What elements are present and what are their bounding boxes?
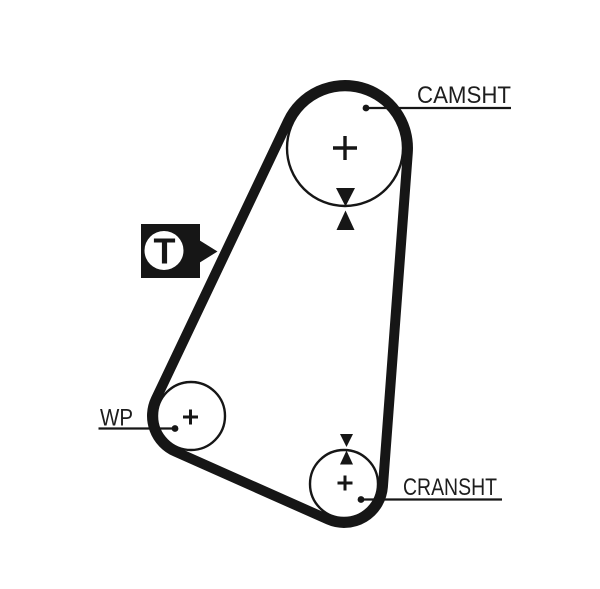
timing-belt bbox=[147, 80, 413, 528]
camshaft-callout: CAMSHT bbox=[362, 82, 511, 112]
camshaft-center-mark bbox=[333, 136, 357, 160]
water-pump-center-mark bbox=[183, 409, 198, 425]
water-pump-callout: WP bbox=[98, 405, 179, 432]
water-pump-label: WP bbox=[100, 405, 133, 432]
water-pump-leader-dot bbox=[171, 425, 179, 432]
tension-badge-circle bbox=[144, 231, 184, 270]
camshaft-timing-mark-icon bbox=[336, 188, 355, 230]
tension-marker-label: T bbox=[154, 231, 176, 272]
crankshaft-label: CRANSHT bbox=[403, 474, 497, 501]
crankshaft-leader-dot bbox=[357, 496, 365, 503]
crankshaft-center-mark bbox=[337, 475, 353, 491]
tension-badge-icon: T bbox=[141, 224, 218, 278]
camshaft-label: CAMSHT bbox=[417, 82, 511, 109]
crankshaft-timing-mark-icon bbox=[340, 434, 353, 465]
camshaft-leader-dot bbox=[362, 104, 370, 112]
crankshaft-callout: CRANSHT bbox=[357, 474, 502, 503]
tension-badge-arrow-icon bbox=[199, 240, 218, 263]
